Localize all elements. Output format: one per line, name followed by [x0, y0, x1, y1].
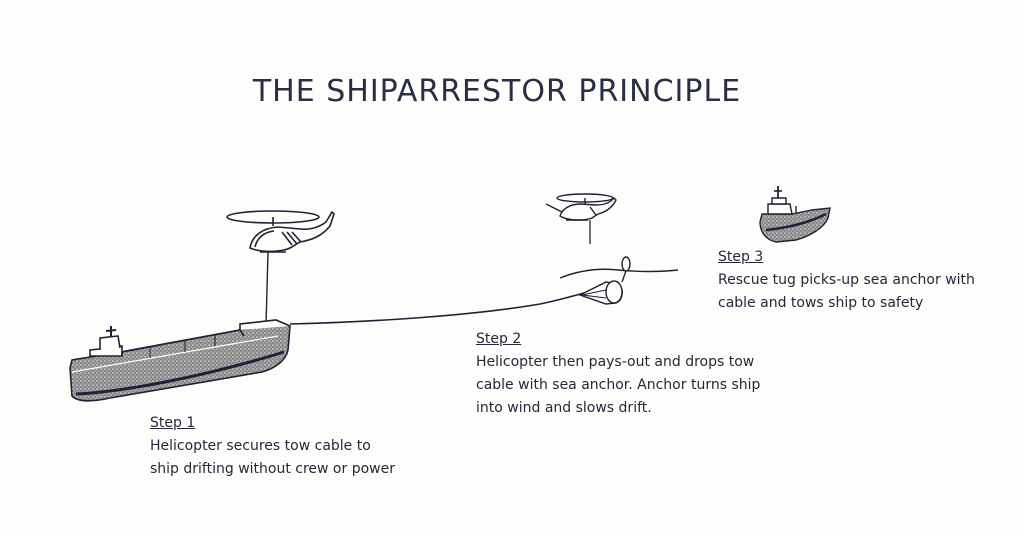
- step-3-caption: Step 3 Rescue tug picks-up sea anchor wi…: [718, 246, 975, 315]
- step-1-caption: Step 1 Helicopter secures tow cable to s…: [150, 412, 395, 481]
- marker-buoy-icon: [621, 256, 631, 283]
- step-text-line: cable and tows ship to safety: [718, 295, 924, 311]
- step-2-caption: Step 2 Helicopter then pays-out and drop…: [476, 328, 760, 420]
- sea-anchor-icon: [578, 280, 623, 305]
- step-heading: Step 2: [476, 331, 522, 347]
- step-text-line: Helicopter secures tow cable to: [150, 438, 371, 454]
- tow-cable: [289, 287, 605, 325]
- step-text-line: into wind and slows drift.: [476, 400, 652, 416]
- hoist-cable: [265, 251, 269, 327]
- step-text-line: Helicopter then pays-out and drops tow: [476, 354, 755, 370]
- rescue-tug-icon: [759, 186, 831, 243]
- step-text-line: cable with sea anchor. Anchor turns ship: [476, 377, 761, 393]
- helicopter-icon: [226, 210, 335, 253]
- step-heading: Step 1: [150, 415, 196, 431]
- step-heading: Step 3: [718, 249, 764, 265]
- helicopter-icon: [545, 193, 617, 221]
- sea-surface: [559, 268, 679, 279]
- step-text-line: Rescue tug picks-up sea anchor with: [718, 272, 975, 288]
- tanker-ship-icon: [69, 319, 291, 402]
- diagram-title: THE SHIPARRESTOR PRINCIPLE: [252, 74, 742, 109]
- step-text-line: ship drifting without crew or power: [150, 461, 395, 477]
